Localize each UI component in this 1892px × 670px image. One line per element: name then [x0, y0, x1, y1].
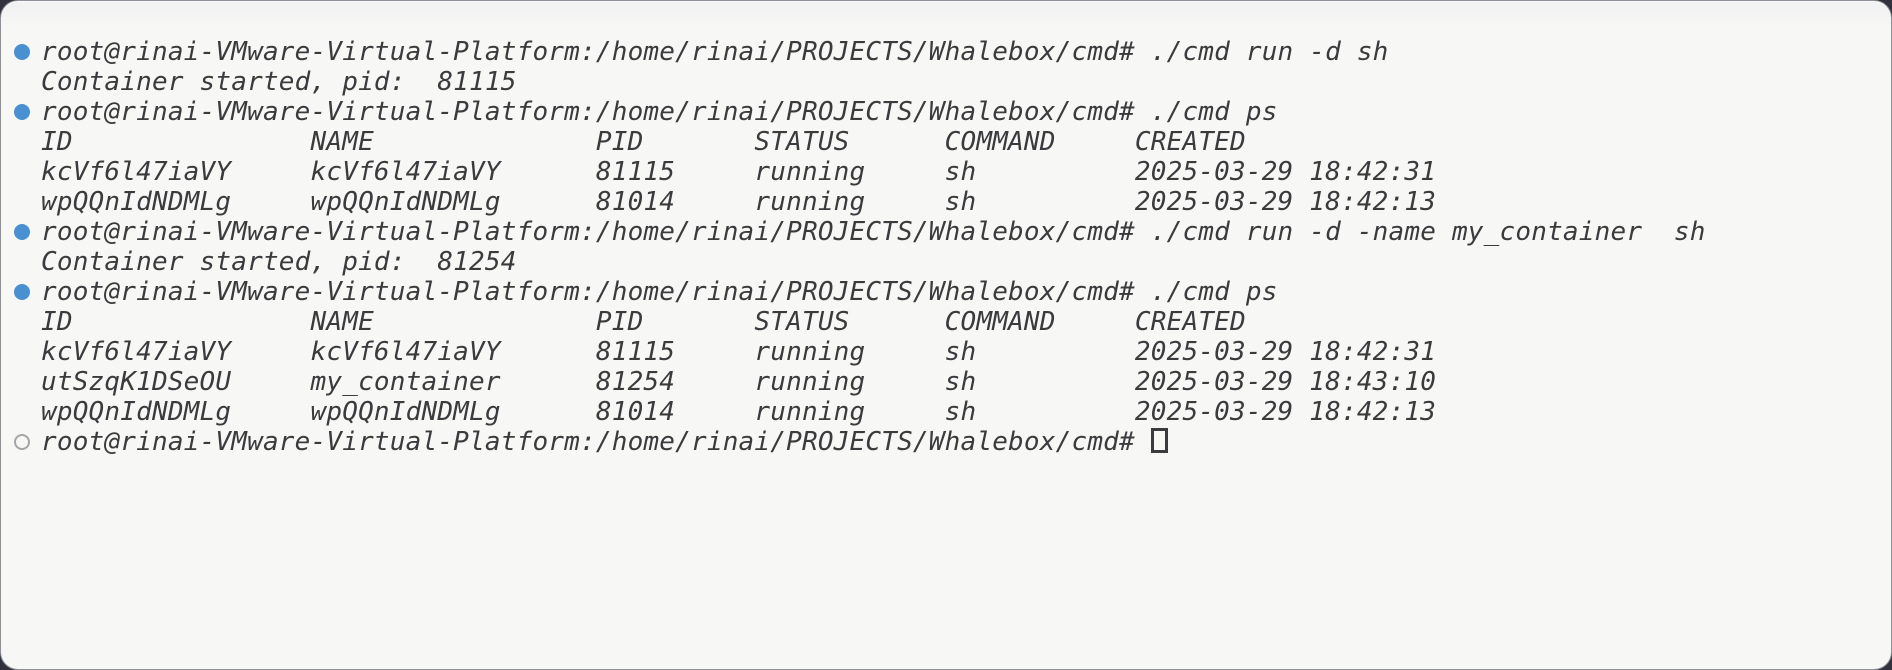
- prompt-line: root@rinai-VMware-Virtual-Platform:/home…: [1, 277, 1891, 307]
- terminal-line-text: kcVf6l47iaVY kcVf6l47iaVY 81115 running …: [41, 157, 1437, 187]
- terminal-line-text: Container started, pid: 81115: [41, 67, 517, 97]
- terminal-line-text: root@rinai-VMware-Virtual-Platform:/home…: [41, 277, 1278, 307]
- prompt-marker-inactive-icon: [14, 434, 30, 450]
- terminal-body[interactable]: root@rinai-VMware-Virtual-Platform:/home…: [1, 37, 1891, 659]
- prompt-marker-icon: [14, 44, 30, 60]
- active-prompt-line[interactable]: root@rinai-VMware-Virtual-Platform:/home…: [1, 427, 1891, 457]
- ps-table-row: utSzqK1DSeOU my_container 81254 running …: [1, 367, 1891, 397]
- terminal-line-text: root@rinai-VMware-Virtual-Platform:/home…: [41, 37, 1389, 67]
- terminal-line-text: wpQQnIdNDMLg wpQQnIdNDMLg 81014 running …: [41, 397, 1437, 427]
- ps-table-row: kcVf6l47iaVY kcVf6l47iaVY 81115 running …: [1, 157, 1891, 187]
- terminal-line-text: root@rinai-VMware-Virtual-Platform:/home…: [41, 217, 1706, 247]
- ps-table-row: wpQQnIdNDMLg wpQQnIdNDMLg 81014 running …: [1, 397, 1891, 427]
- terminal-line-text: ID NAME PID STATUS COMMAND CREATED: [41, 307, 1246, 337]
- terminal-line-text: root@rinai-VMware-Virtual-Platform:/home…: [41, 97, 1278, 127]
- output-line: Container started, pid: 81115: [1, 67, 1891, 97]
- terminal-line-text: kcVf6l47iaVY kcVf6l47iaVY 81115 running …: [41, 337, 1437, 367]
- ps-table-header: ID NAME PID STATUS COMMAND CREATED: [1, 127, 1891, 157]
- ps-table-row: wpQQnIdNDMLg wpQQnIdNDMLg 81014 running …: [1, 187, 1891, 217]
- prompt-marker-icon: [14, 284, 30, 300]
- prompt-line: root@rinai-VMware-Virtual-Platform:/home…: [1, 37, 1891, 67]
- prompt-line: root@rinai-VMware-Virtual-Platform:/home…: [1, 217, 1891, 247]
- terminal-line-text: utSzqK1DSeOU my_container 81254 running …: [41, 367, 1437, 397]
- prompt-line: root@rinai-VMware-Virtual-Platform:/home…: [1, 97, 1891, 127]
- ps-table-row: kcVf6l47iaVY kcVf6l47iaVY 81115 running …: [1, 337, 1891, 367]
- prompt-marker-icon: [14, 224, 30, 240]
- ps-table-header: ID NAME PID STATUS COMMAND CREATED: [1, 307, 1891, 337]
- terminal-line-text: Container started, pid: 81254: [41, 247, 517, 277]
- terminal-line-text: root@rinai-VMware-Virtual-Platform:/home…: [41, 427, 1151, 457]
- output-line: Container started, pid: 81254: [1, 247, 1891, 277]
- terminal-cursor[interactable]: [1150, 428, 1168, 453]
- terminal-line-text: ID NAME PID STATUS COMMAND CREATED: [41, 127, 1246, 157]
- terminal-line-text: wpQQnIdNDMLg wpQQnIdNDMLg 81014 running …: [41, 187, 1437, 217]
- prompt-marker-icon: [14, 104, 30, 120]
